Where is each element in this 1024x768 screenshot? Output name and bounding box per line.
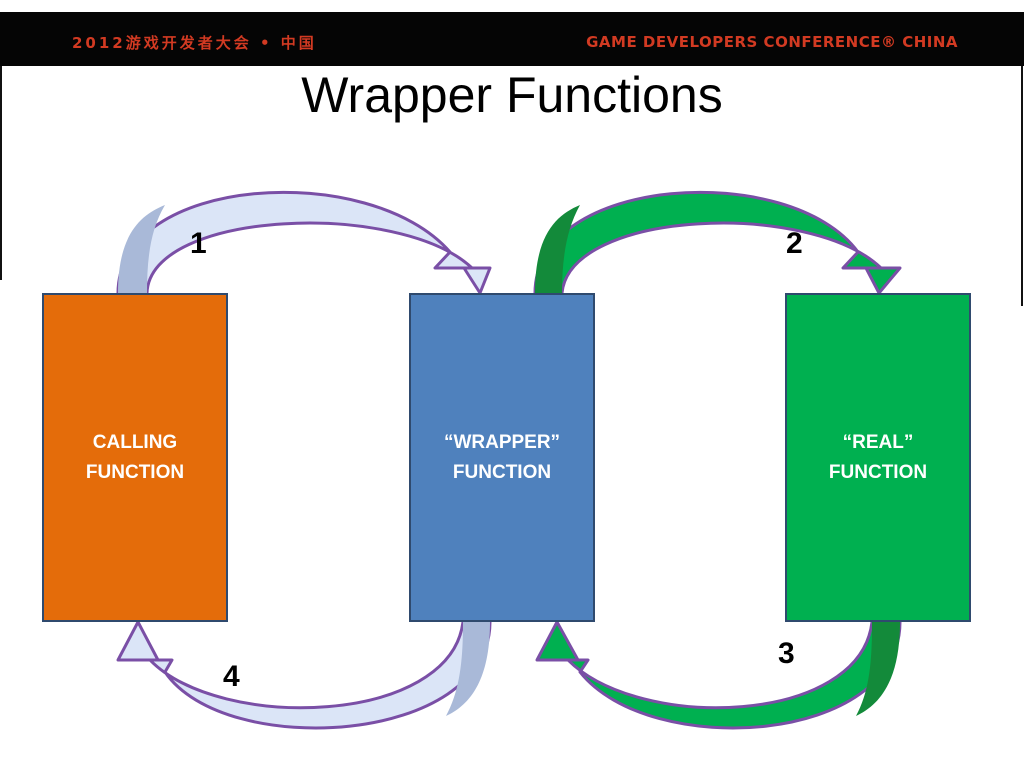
step-3-label: 3 <box>778 637 795 670</box>
header-left-text: 2012游戏开发者大会 • 中国 <box>72 34 317 52</box>
calling-function-line2: FUNCTION <box>85 461 185 483</box>
wrapper-function-line1: “WRAPPER” <box>443 431 561 453</box>
real-function-line2: FUNCTION <box>828 461 928 483</box>
real-function-box: “REAL” FUNCTION <box>785 293 971 622</box>
wrapper-function-line2: FUNCTION <box>452 461 552 483</box>
arrow-3-shade <box>856 622 900 716</box>
step-4-label: 4 <box>223 660 240 693</box>
calling-function-line1: CALLING <box>92 431 178 453</box>
arrow-4-shade <box>446 622 490 716</box>
arrow-2-shade <box>535 205 580 293</box>
arrow-4-wrapper-to-calling <box>116 620 492 730</box>
step-2-label: 2 <box>786 227 803 260</box>
arrow-1-shade <box>118 205 165 293</box>
arrow-1-call-to-wrapper <box>116 190 492 295</box>
right-border-line <box>1021 66 1023 306</box>
left-border-line <box>0 66 2 280</box>
step-1-label: 1 <box>190 227 207 260</box>
slide-title: Wrapper Functions <box>301 67 723 123</box>
top-strip <box>0 0 1024 12</box>
wrapper-function-box: “WRAPPER” FUNCTION <box>409 293 595 622</box>
header-right-text: GAME DEVELOPERS CONFERENCE® CHINA <box>586 33 958 51</box>
arrow-3-real-to-wrapper <box>535 620 902 730</box>
conference-header: 2012游戏开发者大会 • 中国 GAME DEVELOPERS CONFERE… <box>0 12 1024 66</box>
arrow-2-wrapper-to-real <box>533 190 902 295</box>
calling-function-box: CALLING FUNCTION <box>42 293 228 622</box>
real-function-line1: “REAL” <box>842 431 914 453</box>
